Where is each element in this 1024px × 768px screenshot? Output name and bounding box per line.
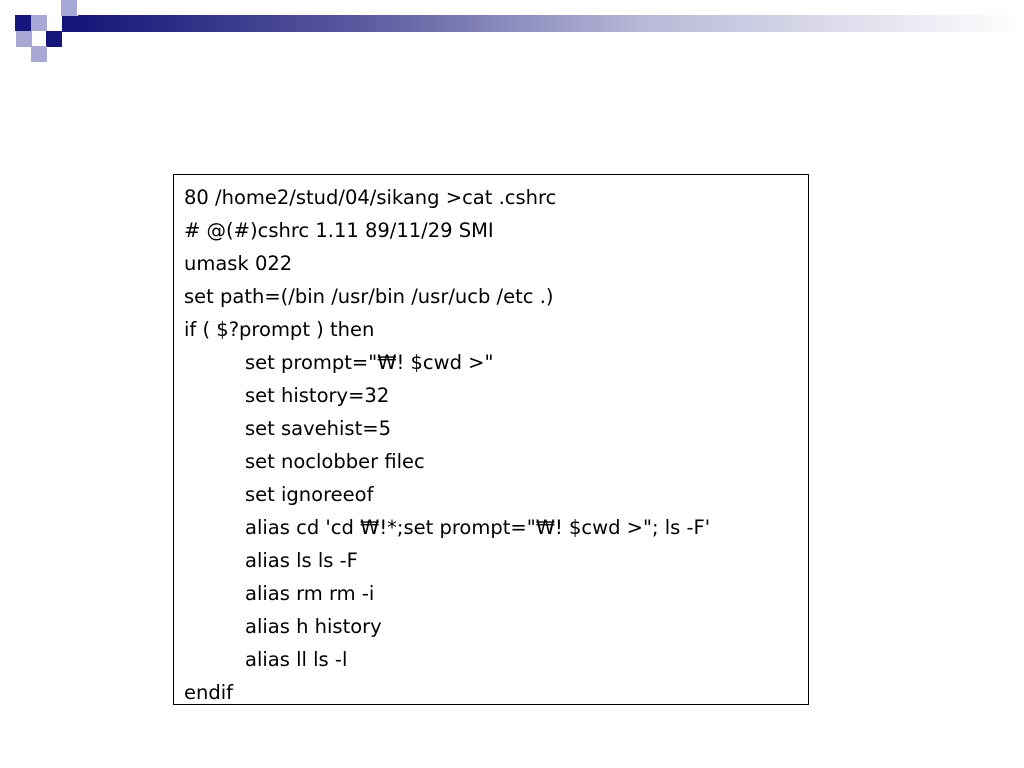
code-line-indented: set noclobber filec <box>245 450 425 473</box>
code-line-indented: alias h history <box>245 615 382 638</box>
header-decoration <box>0 0 1024 62</box>
code-line-indented: set prompt="₩! $cwd >" <box>245 351 494 374</box>
code-line: if ( $?prompt ) then <box>184 318 375 341</box>
code-line: umask 022 <box>184 252 293 275</box>
code-line-indented: alias rm rm -i <box>245 582 375 605</box>
code-line-indented: set ignoreeof <box>245 483 374 506</box>
header-square-light <box>16 31 32 47</box>
header-square-light <box>61 0 77 16</box>
cshrc-listing-box: 80 /home2/stud/04/sikang >cat .cshrc # @… <box>173 174 809 705</box>
code-line: # @(#)cshrc 1.11 89/11/29 SMI <box>184 219 494 242</box>
code-line-indented: set savehist=5 <box>245 417 391 440</box>
code-line-indented: alias ll ls -l <box>245 648 348 671</box>
code-line: 80 /home2/stud/04/sikang >cat .cshrc <box>184 186 557 209</box>
header-square-light <box>31 46 47 62</box>
code-line: endif <box>184 681 234 704</box>
header-square-dark <box>62 16 78 32</box>
header-square-dark <box>15 15 31 31</box>
header-square-dark <box>46 31 62 47</box>
header-square-light <box>31 15 47 31</box>
code-line-indented: alias cd 'cd ₩!*;set prompt="₩! $cwd >";… <box>245 516 711 539</box>
code-line: set path=(/bin /usr/bin /usr/ucb /etc .) <box>184 285 554 308</box>
code-line-indented: set history=32 <box>245 384 390 407</box>
header-gradient-bar <box>78 15 1024 32</box>
code-line-indented: alias ls ls -F <box>245 549 358 572</box>
